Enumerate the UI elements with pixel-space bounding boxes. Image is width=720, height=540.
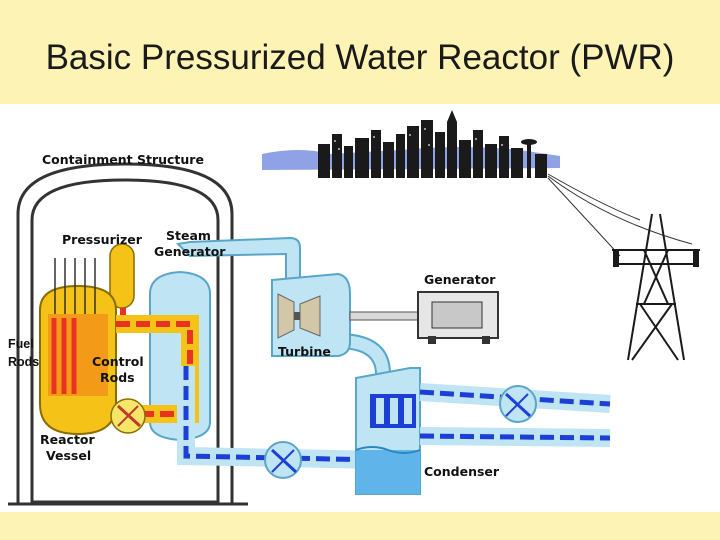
cooling-pump: [499, 385, 537, 423]
label-condenser: Condenser: [424, 464, 500, 479]
label-fuel-rods-line2: Rods: [8, 355, 39, 369]
label-control-rods-line2: Rods: [100, 370, 135, 385]
label-steam-generator-line1: Steam: [166, 228, 211, 243]
label-turbine: Turbine: [278, 344, 331, 359]
label-pressurizer: Pressurizer: [62, 232, 143, 247]
power-lines: [547, 173, 693, 257]
diagram-panel: Containment Structure Pressurizer Steam …: [0, 104, 720, 512]
reactor-vessel: [39, 258, 117, 436]
turbine: [271, 272, 351, 357]
label-reactor-vessel-line1: Reactor: [40, 432, 96, 447]
label-fuel-rods-line1: Fuel: [8, 337, 34, 351]
label-containment-structure: Containment Structure: [42, 152, 204, 167]
feedwater-pump: [264, 441, 302, 479]
label-generator: Generator: [424, 272, 496, 287]
reactor-coolant-pump: [110, 398, 146, 434]
transmission-tower: [612, 213, 700, 361]
generator: [417, 291, 499, 344]
label-steam-generator-line2: Generator: [154, 244, 226, 259]
containment-structure: [8, 162, 248, 506]
label-reactor-vessel-line2: Vessel: [46, 448, 91, 463]
slide-title: Basic Pressurized Water Reactor (PWR): [45, 38, 675, 77]
condenser: [355, 367, 421, 495]
diagram-labels: Containment Structure Pressurizer Steam …: [8, 152, 500, 479]
label-control-rods-line1: Control: [92, 354, 144, 369]
city-skyline: [262, 110, 560, 178]
pwr-diagram: Containment Structure Pressurizer Steam …: [8, 110, 700, 506]
